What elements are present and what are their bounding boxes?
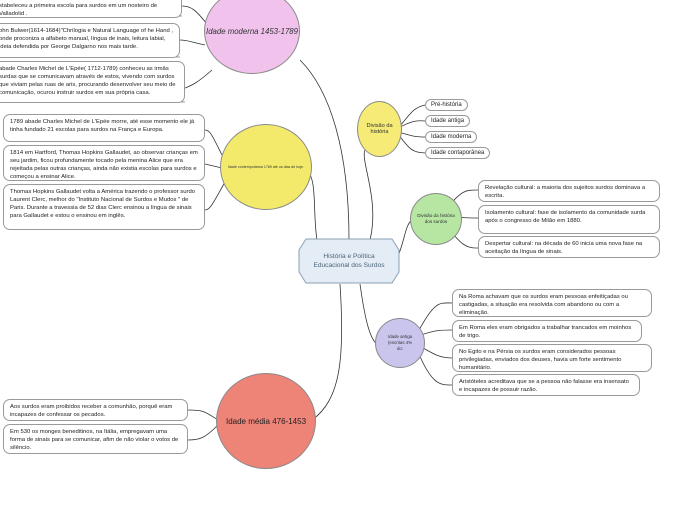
topic-idade-media[interactable]: Idade média 476-1453 (216, 373, 316, 469)
antiga-note-4[interactable]: Aristóteles acreditava que se a pessoa n… (452, 374, 640, 396)
connector-moderna-note2 (179, 39, 206, 46)
central-title-line1: História e Política (323, 252, 375, 260)
connector-central-divisao-historia (363, 149, 374, 241)
moderna-note-2[interactable]: ohn Bulwer(1614-1684)"Chrilogia e Natura… (0, 23, 180, 58)
media-note-1[interactable]: Aos surdos eram proibidos receber a comu… (3, 399, 188, 421)
connector-moderna-note3 (184, 69, 213, 89)
topic-divisao-surdos[interactable]: Divisão da história dos surdos (410, 193, 462, 245)
antiga-note-1[interactable]: Na Roma achavam que os surdos eram pesso… (452, 289, 652, 317)
contemporanea-note-2[interactable]: 1814 em Hartford, Thomas Hopkins Gallaud… (3, 145, 205, 181)
antiga-note-2[interactable]: Em Roma eles eram obrigados a trabalhar … (452, 320, 642, 342)
connector-central-media (311, 283, 343, 421)
surdos-note-1[interactable]: Revelação cultural: a maioria dos sujeit… (478, 180, 660, 202)
historia-item-idade-contemporanea[interactable]: Idade contaporânea (425, 147, 491, 159)
topic-idade-moderna-label: Idade moderna 1453-1789 (206, 26, 298, 36)
connector-contemporanea-note1 (204, 129, 223, 156)
historia-item-idade-antiga[interactable]: Idade antiga (425, 115, 471, 127)
topic-idade-media-label: Idade média 476-1453 (225, 416, 307, 426)
topic-divisao-surdos-label: Divisão da história dos surdos (417, 212, 455, 224)
contemporanea-note-3[interactable]: Thomas Hopkins Gallaudet volta a América… (3, 184, 205, 230)
connector-contemporanea-note2 (204, 163, 223, 169)
topic-idade-moderna[interactable]: Idade moderna 1453-1789 (204, 0, 300, 74)
connector-media-note2 (187, 424, 219, 441)
surdos-note-3[interactable]: Despertar cultural: na década de 60 inic… (478, 236, 660, 258)
topic-idade-contemporanea[interactable]: Idade contemporânea 1789 até os dias de … (220, 124, 312, 210)
media-note-2[interactable]: Em 530 os monges beneditinos, na Itália,… (3, 424, 188, 454)
central-topic[interactable]: História e Política Educacional dos Surd… (298, 238, 400, 284)
historia-item-idade-moderna[interactable]: Idade moderna (425, 131, 478, 143)
moderna-note-3[interactable]: abade Charles Michel de L'Epée( 1712-178… (0, 61, 185, 103)
central-title-line2: Educacional dos Surdos (313, 262, 385, 269)
connector-central-moderna (299, 59, 350, 241)
topic-idade-contemporanea-label: Idade contemporânea 1789 até os dias de … (227, 165, 305, 169)
antiga-note-3[interactable]: No Egito e na Pérsia os surdos eram cons… (452, 344, 652, 372)
connector-contemporanea-note3 (204, 181, 226, 211)
moderna-note-1[interactable]: stabeleceu a primeira escola para surdos… (0, 0, 182, 18)
connector-historia-items (397, 104, 426, 154)
connector-antiga-notes (417, 302, 453, 386)
historia-item-pre-historia[interactable]: Pré-história (425, 99, 468, 111)
contemporanea-note-1[interactable]: 1789 abade Charles Michel de L'Epée morr… (3, 114, 205, 142)
topic-divisao-historia[interactable]: Divisão da história (357, 101, 402, 157)
surdos-note-2[interactable]: Isolamento cultural: fase de isolamento … (478, 205, 660, 234)
topic-idade-antiga[interactable]: Idade antiga (escritas 4% do: (375, 318, 425, 368)
connector-media-note1 (187, 409, 219, 421)
topic-divisao-historia-label: Divisão da história (366, 123, 393, 135)
topic-idade-antiga-label: Idade antiga (escritas 4% do: (387, 334, 413, 351)
